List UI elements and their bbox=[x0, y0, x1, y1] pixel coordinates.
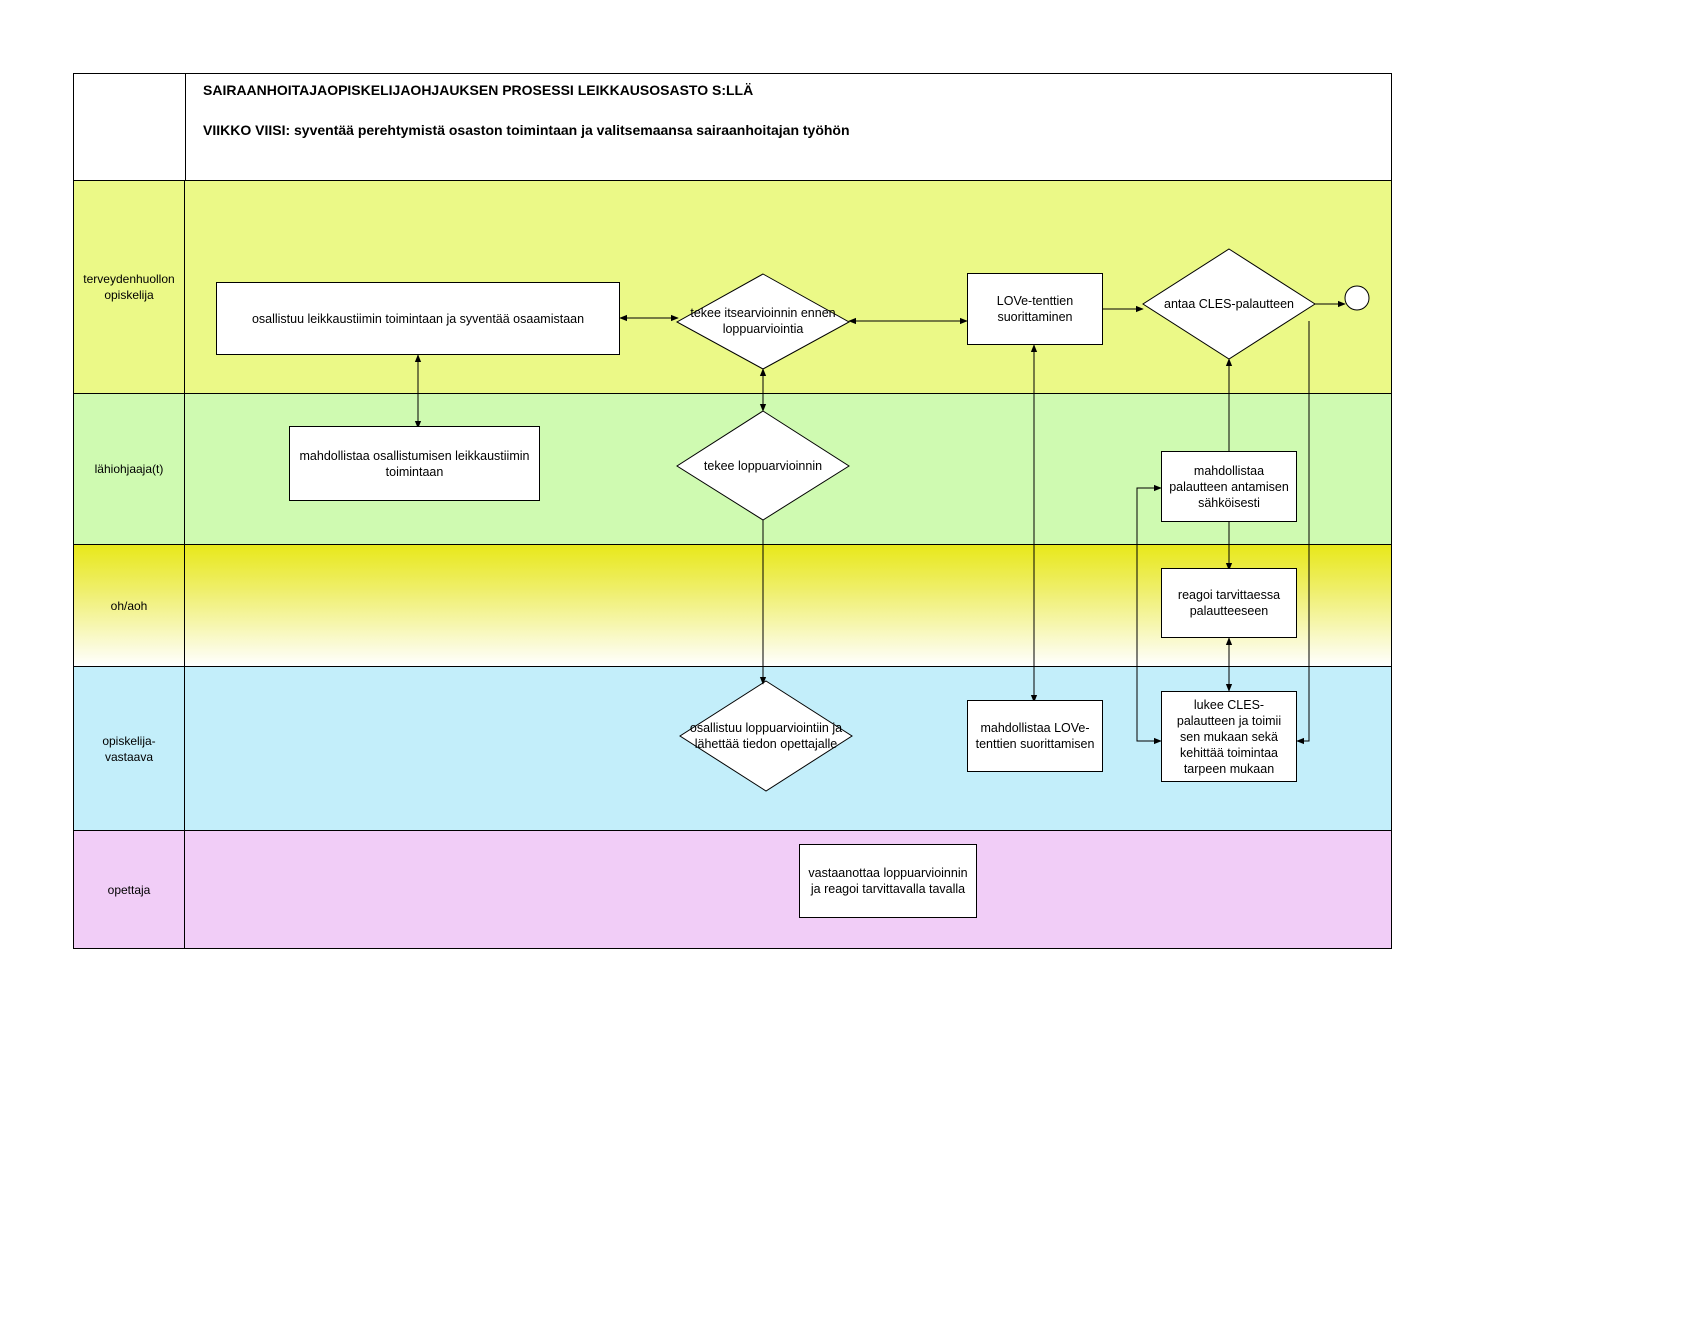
decision-diamond-participate-final bbox=[679, 680, 853, 792]
decision-label-self-evaluation: tekee itsearvioinnin ennen loppuarvioint… bbox=[690, 306, 836, 336]
title-row: SAIRAANHOITAJAOPISKELIJAOHJAUKSEN PROSES… bbox=[74, 74, 1391, 181]
decision-label-cles-feedback: antaa CLES-palautteen bbox=[1164, 297, 1294, 311]
node-react-feedback: reagoi tarvittaessa palautteeseen bbox=[1161, 568, 1297, 638]
end-circle bbox=[1344, 285, 1370, 311]
node-participate-team: osallistuu leikkaustiimin toimintaan ja … bbox=[216, 282, 620, 355]
lane-label-student: terveydenhuollon opiskelija bbox=[74, 181, 185, 393]
node-enable-love-exams: mahdollistaa LOVe-tenttien suorittamisen bbox=[967, 700, 1103, 772]
decision-label-participate-final: osallistuu loppuarviointiin ja lähettää … bbox=[689, 721, 843, 751]
lane-label-head-nurse: oh/aoh bbox=[74, 545, 185, 666]
node-love-exams: LOVe-tenttien suorittaminen bbox=[967, 273, 1103, 345]
lane-label-student-coordinator: opiskelija- vastaava bbox=[74, 667, 185, 830]
lane-label-supervisor: lähiohjaaja(t) bbox=[74, 394, 185, 544]
node-enable-feedback: mahdollistaa palautteen antamisen sähköi… bbox=[1161, 451, 1297, 522]
lane-label-teacher: opettaja bbox=[74, 831, 185, 948]
node-read-cles: lukee CLES-palautteen ja toimii sen muka… bbox=[1161, 691, 1297, 782]
lane-teacher: opettaja bbox=[74, 831, 1391, 948]
title-cell: SAIRAANHOITAJAOPISKELIJAOHJAUKSEN PROSES… bbox=[185, 74, 1391, 180]
connector bbox=[1136, 484, 1162, 745]
connector bbox=[1296, 321, 1310, 745]
decision-label-final-evaluation: tekee loppuarvioinnin bbox=[703, 459, 823, 473]
node-enable-participation: mahdollistaa osallistumisen leikkaustiim… bbox=[289, 426, 540, 501]
node-receive-evaluation: vastaanottaa loppuarvioinnin ja reagoi t… bbox=[799, 844, 977, 918]
diagram-title: SAIRAANHOITAJAOPISKELIJAOHJAUKSEN PROSES… bbox=[203, 82, 754, 98]
diagram-subtitle: VIIKKO VIISI: syventää perehtymistä osas… bbox=[203, 122, 850, 138]
